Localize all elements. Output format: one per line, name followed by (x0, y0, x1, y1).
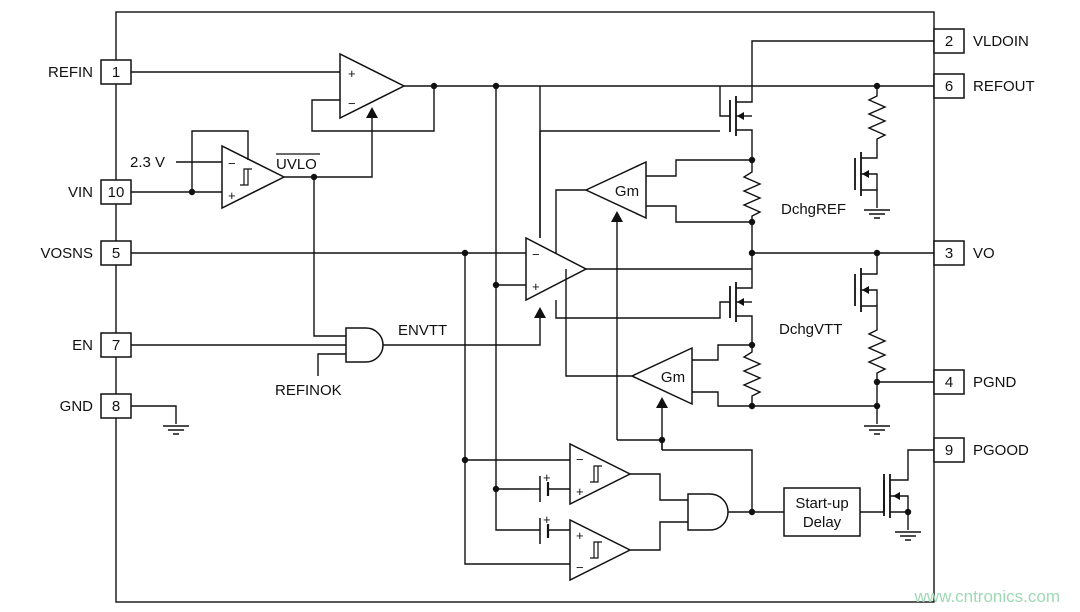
pin-vosns: 5 VOSNS (40, 240, 132, 266)
svg-text:−: − (348, 96, 356, 111)
feedback-resistor-bottom (742, 345, 762, 406)
dchgvtt-label: DchgVTT (779, 321, 842, 338)
svg-text:+: + (576, 528, 584, 543)
svg-text:5: 5 (112, 245, 120, 262)
dchgvtt-mosfet (854, 253, 878, 322)
pgood-and-gate (687, 493, 729, 531)
svg-text:2: 2 (945, 33, 953, 50)
dchgref-mosfet (854, 152, 878, 208)
pin-gnd: 8 GND (60, 393, 132, 419)
pin-en: 7 EN (72, 332, 132, 358)
svg-text:7: 7 (112, 337, 120, 354)
pgood-open-drain-mosfet (883, 449, 934, 530)
uvlo-label: UVLO (276, 156, 317, 173)
envtt-and-gate (345, 327, 384, 363)
svg-text:+: + (348, 66, 356, 81)
feedback-resistor-top (742, 160, 762, 253)
svg-text:−: − (576, 452, 584, 467)
svg-text:1: 1 (112, 64, 120, 81)
svg-text:Start-up: Start-up (795, 495, 848, 512)
uvlo-comparator: − + (221, 144, 286, 210)
svg-text:+: + (228, 188, 236, 203)
pin-refin: 1 REFIN (48, 59, 132, 85)
svg-text:REFOUT: REFOUT (973, 78, 1035, 95)
svg-text:VLDOIN: VLDOIN (973, 33, 1029, 50)
svg-text:VO: VO (973, 245, 995, 262)
svg-text:GND: GND (60, 398, 94, 415)
pin-refout: 6 REFOUT (933, 73, 1035, 99)
pin-vin: 10 VIN (68, 179, 132, 205)
svg-text:EN: EN (72, 337, 93, 354)
svg-text:6: 6 (945, 78, 953, 95)
svg-text:−: − (228, 156, 236, 171)
pgood-comparator-low: + − (569, 518, 632, 582)
svg-text:Gm: Gm (661, 369, 685, 386)
vref-label: 2.3 V (130, 154, 165, 171)
svg-text:REFIN: REFIN (48, 64, 93, 81)
svg-text:9: 9 (945, 442, 953, 459)
svg-text:VIN: VIN (68, 184, 93, 201)
dchgref-label: DchgREF (781, 201, 846, 218)
pin-vo: 3 VO (933, 240, 995, 266)
svg-text:−: − (576, 560, 584, 575)
svg-text:+: + (532, 279, 540, 294)
svg-text:3: 3 (945, 245, 953, 262)
gm-transconductance-top: Gm (584, 160, 647, 220)
svg-text:VOSNS: VOSNS (40, 245, 93, 262)
vtt-error-amplifier: − + (525, 236, 588, 302)
svg-text:Delay: Delay (803, 514, 842, 531)
svg-text:+: + (543, 470, 551, 485)
pin-pgnd: 4 PGND (933, 369, 1017, 395)
svg-text:Gm: Gm (615, 183, 639, 200)
vtt-sink-mosfet (555, 253, 753, 345)
svg-text:−: − (532, 247, 540, 262)
pin-pgood: 9 PGOOD (933, 437, 1029, 463)
refinok-label: REFINOK (275, 382, 342, 399)
gm-transconductance-bottom: Gm (630, 346, 693, 406)
svg-text:PGOOD: PGOOD (973, 442, 1029, 459)
svg-text:10: 10 (108, 184, 125, 201)
refout-pass-mosfet (719, 86, 753, 160)
svg-text:+: + (543, 512, 551, 527)
watermark-text: www.cntronics.com (914, 587, 1060, 606)
pgood-comparator-high: − + (569, 442, 632, 506)
refout-buffer-amplifier: + − (339, 52, 406, 120)
svg-text:+: + (576, 484, 584, 499)
ic-package-outline (115, 11, 935, 603)
svg-text:8: 8 (112, 398, 120, 415)
svg-text:PGND: PGND (973, 374, 1017, 391)
svg-text:4: 4 (945, 374, 953, 391)
startup-delay-block: Start-up Delay (783, 487, 861, 537)
envtt-label: ENVTT (398, 322, 447, 339)
pin-vldoin: 2 VLDOIN (933, 28, 1029, 54)
